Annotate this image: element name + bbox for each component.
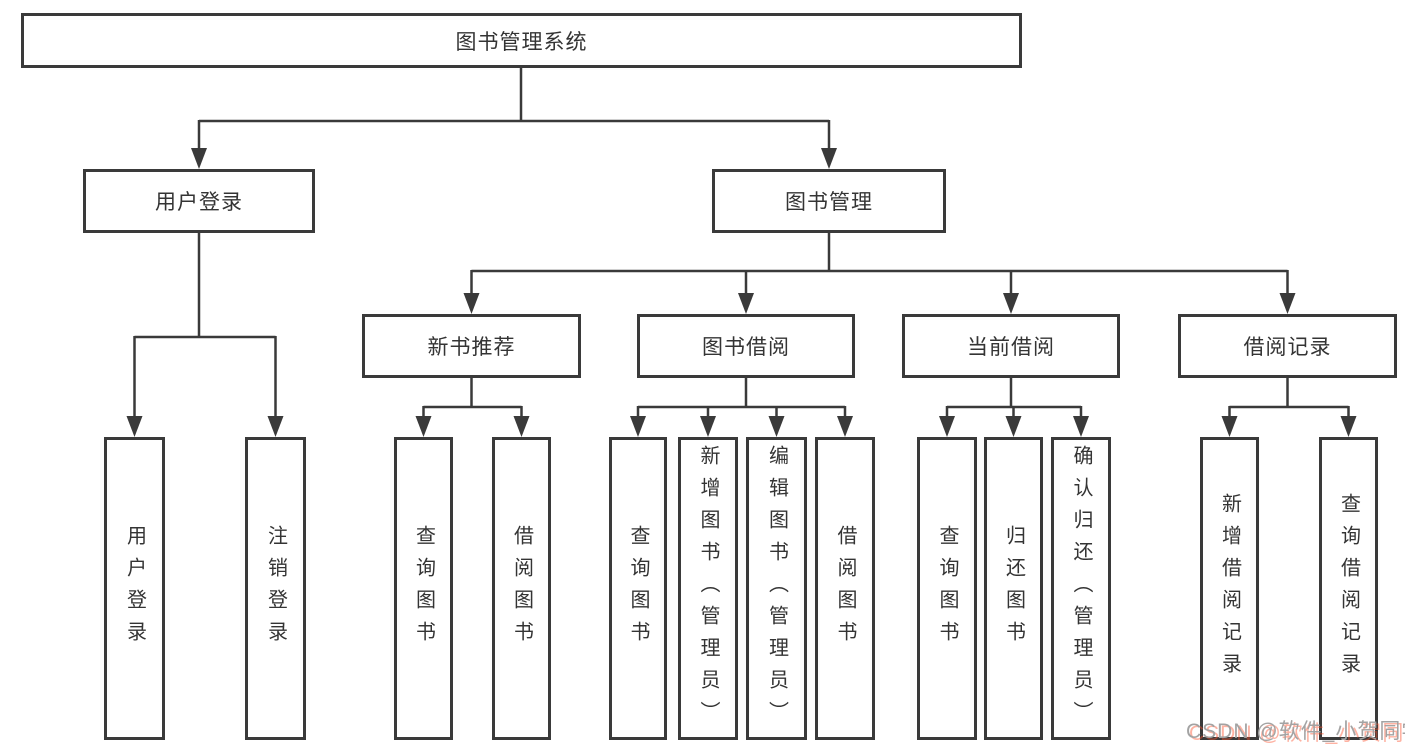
node-user-login: 用户登录	[83, 169, 315, 233]
leaf-label: 确认归还（管理员）	[1070, 444, 1092, 733]
node-leaf-query-books-borrowing: 查询图书	[609, 437, 667, 740]
node-leaf-query-books-current: 查询图书	[917, 437, 977, 740]
leaf-label: 借阅图书	[834, 524, 856, 653]
node-leaf-logout: 注销登录	[245, 437, 306, 740]
connector-root-to-level2	[191, 68, 837, 169]
node-book-management: 图书管理	[712, 169, 946, 233]
node-book-borrowing: 图书借阅	[637, 314, 855, 378]
leaf-label: 新增借阅记录	[1218, 492, 1241, 685]
leaf-label: 查询图书	[412, 524, 435, 653]
leaf-label: 用户登录	[123, 524, 146, 653]
csdn-watermark: CSDN @软件_小贺同学	[1186, 720, 1405, 743]
leaf-label: 借阅图书	[510, 524, 533, 653]
node-leaf-borrow-books-recommend: 借阅图书	[492, 437, 551, 740]
node-leaf-add-borrow-record: 新增借阅记录	[1200, 437, 1259, 740]
node-leaf-query-borrow-record: 查询借阅记录	[1319, 437, 1378, 740]
connector-userlogin-children	[126, 233, 284, 437]
node-root-library-system: 图书管理系统	[21, 13, 1022, 68]
connector-bookmgmt-to-level3	[463, 233, 1296, 314]
node-current-borrowing: 当前借阅	[902, 314, 1120, 378]
connector-newbookrec-children	[415, 378, 530, 437]
leaf-label: 新增图书（管理员）	[697, 444, 719, 733]
leaf-label: 编辑图书（管理员）	[765, 444, 788, 733]
node-leaf-query-books-recommend: 查询图书	[394, 437, 453, 740]
leaf-label: 查询图书	[936, 524, 958, 653]
node-leaf-add-books-admin: 新增图书（管理员）	[678, 437, 738, 740]
node-leaf-return-books: 归还图书	[984, 437, 1043, 740]
connector-currentborrow-children	[939, 378, 1089, 437]
node-leaf-borrow-books: 借阅图书	[815, 437, 875, 740]
leaf-label: 归还图书	[1002, 524, 1025, 653]
node-leaf-confirm-return-admin: 确认归还（管理员）	[1051, 437, 1111, 740]
connector-borrowrecords-children	[1221, 378, 1357, 437]
node-leaf-edit-books-admin: 编辑图书（管理员）	[746, 437, 807, 740]
node-new-book-recommend: 新书推荐	[362, 314, 581, 378]
node-borrowing-records: 借阅记录	[1178, 314, 1397, 378]
leaf-label: 查询借阅记录	[1337, 492, 1360, 685]
connector-bookborrow-children	[630, 378, 853, 437]
leaf-label: 注销登录	[264, 524, 287, 653]
leaf-label: 查询图书	[627, 524, 649, 653]
node-leaf-user-login: 用户登录	[104, 437, 165, 740]
